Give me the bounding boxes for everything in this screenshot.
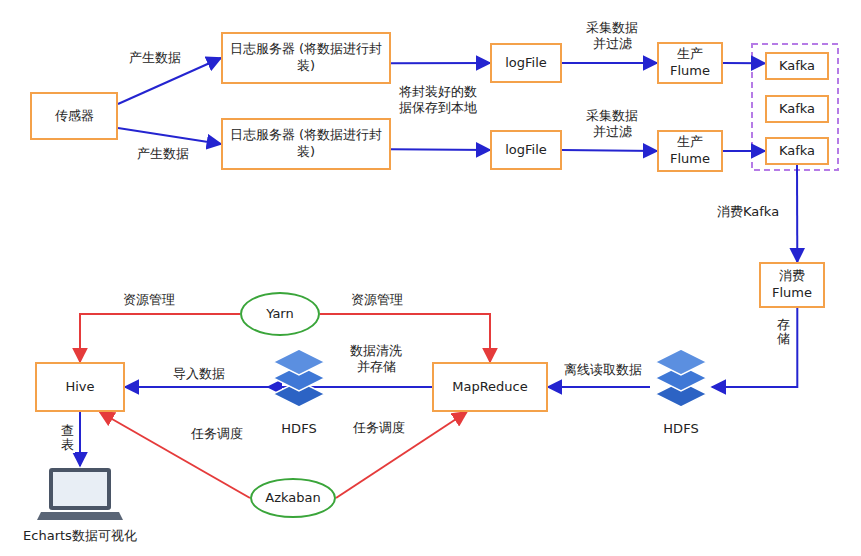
- kafka-cluster-frame: [752, 44, 838, 170]
- node-text: HDFS: [281, 421, 316, 438]
- connector-arrow: [712, 308, 797, 387]
- connector-arrow: [723, 62, 765, 64]
- connector-arrow: [562, 62, 657, 64]
- edge-label: 消费Kafka: [716, 204, 780, 220]
- node-text: Kafka: [779, 143, 815, 160]
- process-box: logFile: [490, 43, 562, 83]
- process-box: Kafka: [765, 137, 829, 165]
- edge-label: 任务调度: [190, 426, 244, 442]
- process-box: 日志服务器 (将数据进行封装): [221, 32, 391, 84]
- edge-label: 查表: [60, 424, 75, 453]
- node-text: 日志服务器 (将数据进行封装): [227, 127, 385, 161]
- node-text: Echarts数据可视化: [23, 528, 137, 545]
- edge-label: 任务调度: [352, 420, 406, 436]
- connector-arrow: [391, 62, 490, 64]
- connector-arrow: [100, 412, 250, 498]
- node-text: 生产 Flume: [663, 134, 717, 168]
- edge-label: 存储: [776, 318, 791, 347]
- node-text: HDFS: [663, 421, 698, 438]
- process-box: Hive: [35, 362, 125, 412]
- process-box: Kafka: [765, 95, 829, 123]
- node-text: logFile: [505, 142, 547, 159]
- process-box: 传感器: [30, 92, 118, 140]
- node-text: Kafka: [779, 58, 815, 75]
- edge-label: 数据清洗 并存储: [344, 343, 408, 376]
- hdfs-layers-icon: [652, 345, 710, 409]
- storage-icon: HDFS: [268, 345, 330, 450]
- node-text: Azkaban: [265, 490, 320, 507]
- edge-label: 产生数据: [128, 50, 182, 66]
- connector-arrow: [125, 386, 268, 388]
- node-text: 生产 Flume: [663, 46, 717, 80]
- process-box: 日志服务器 (将数据进行封装): [221, 118, 391, 170]
- process-box: MapReduce: [432, 362, 548, 412]
- connector-arrow: [80, 314, 240, 362]
- laptop-screen: [49, 468, 111, 510]
- connector-arrow: [562, 150, 657, 151]
- connector-arrow: [796, 165, 798, 262]
- node-text: Kafka: [779, 101, 815, 118]
- edge-label: 采集数据 并过滤: [580, 108, 644, 141]
- edge-label: 采集数据 并过滤: [580, 20, 644, 53]
- edge-label: 导入数据: [172, 366, 226, 382]
- node-text: logFile: [505, 55, 547, 72]
- service-ellipse: Yarn: [240, 292, 320, 336]
- edge-label: 资源管理: [350, 292, 404, 308]
- process-box: 消费 Flume: [759, 262, 825, 308]
- node-text: Hive: [65, 379, 94, 396]
- connector-arrow: [118, 128, 221, 144]
- hdfs-layer: [655, 349, 707, 375]
- hdfs-layer: [273, 349, 325, 375]
- process-box: logFile: [490, 130, 562, 170]
- node-text: Yarn: [266, 306, 293, 323]
- process-box: 生产 Flume: [657, 130, 723, 172]
- connector-arrow: [391, 148, 490, 151]
- note-label: 将封装好的数据保存到本地: [394, 84, 482, 117]
- hdfs-layers-icon: [270, 345, 328, 409]
- connector-arrow: [336, 412, 467, 498]
- connector-arrow: [548, 386, 650, 388]
- laptop-icon: Echarts数据可视化: [10, 466, 150, 552]
- node-text: 传感器: [55, 108, 94, 125]
- laptop-drawing: [35, 466, 125, 524]
- laptop-display: [53, 472, 107, 506]
- laptop-base: [37, 512, 123, 520]
- process-box: 生产 Flume: [657, 42, 723, 84]
- connector-arrow: [79, 412, 81, 466]
- service-ellipse: Azkaban: [250, 478, 336, 518]
- edge-label: 离线读取数据: [563, 362, 643, 378]
- node-text: 消费 Flume: [765, 268, 819, 302]
- node-text: MapReduce: [452, 379, 528, 396]
- edge-label: 产生数据: [136, 146, 190, 162]
- edge-label: 资源管理: [122, 292, 176, 308]
- process-box: Kafka: [765, 52, 829, 80]
- connector-arrow: [723, 150, 765, 152]
- node-text: 日志服务器 (将数据进行封装): [227, 41, 385, 75]
- storage-icon: HDFS: [650, 345, 712, 450]
